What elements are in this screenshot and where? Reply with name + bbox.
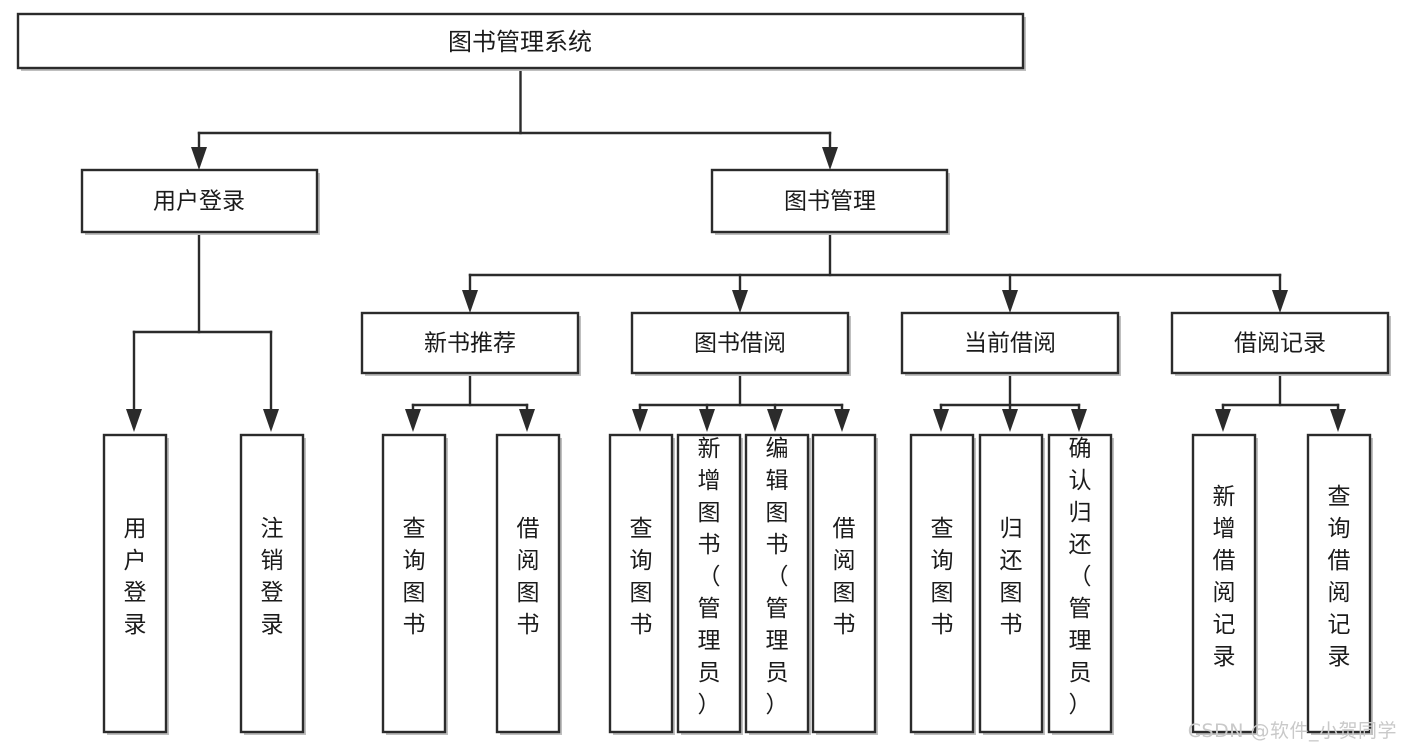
root-box[interactable] (16, 12, 1025, 70)
leaf-logout-login-box[interactable] (239, 433, 305, 734)
leaf-user-login-label: 用户登录 (124, 516, 147, 638)
node-leaf-user-login[interactable]: 用户登录 (102, 433, 169, 735)
leaf-borrow-book-2-box[interactable] (811, 433, 877, 734)
user-login-box[interactable] (80, 168, 319, 234)
leaf-confirm-return-box[interactable] (1047, 433, 1113, 734)
arrow-head-leaf-borrow-book-2 (834, 409, 850, 432)
new-book-recommend-box[interactable] (360, 311, 580, 375)
leaf-nodes-layer: 用户登录 注销登录 查询图书 借阅图书 查询图书 新增图书（管理员） (102, 433, 1373, 735)
arrow-head-user-login (191, 147, 207, 170)
root-label: 图书管理系统 (448, 28, 592, 56)
book-manage-box[interactable] (710, 168, 949, 234)
book-borrow-label: 图书借阅 (694, 331, 786, 357)
leaf-confirm-return-label: 确认归还（管理员） (1069, 436, 1092, 718)
leaf-return-book-box[interactable] (978, 433, 1044, 734)
leaf-add-book-label: 新增图书（管理员） (698, 436, 721, 718)
node-user-login[interactable]: 用户登录 (80, 168, 320, 235)
leaf-query-book-2-box[interactable] (608, 433, 674, 734)
arrow-head-leaf-add-record (1215, 409, 1231, 432)
leaf-logout-login-label: 注销登录 (261, 516, 284, 638)
current-borrow-label: 当前借阅 (964, 331, 1056, 357)
borrow-record-box[interactable] (1170, 311, 1390, 375)
arrow-head-leaf-borrow-book-1 (519, 409, 535, 432)
node-leaf-borrow-book-2[interactable]: 借阅图书 (811, 433, 878, 735)
node-leaf-query-book-3[interactable]: 查询图书 (909, 433, 976, 735)
user-login-label: 用户登录 (153, 189, 245, 215)
leaf-return-book-label: 归还图书 (1000, 516, 1023, 638)
arrow-head-borrow-record (1272, 290, 1288, 313)
borrow-record-label: 借阅记录 (1234, 331, 1326, 357)
node-leaf-query-record[interactable]: 查询借阅记录 (1306, 433, 1373, 735)
leaf-query-book-3-box[interactable] (909, 433, 975, 734)
leaf-borrow-book-2-label: 借阅图书 (833, 516, 856, 638)
arrow-head-leaf-edit-book (767, 409, 783, 432)
book-borrow-box[interactable] (630, 311, 850, 375)
current-borrow-box[interactable] (900, 311, 1120, 375)
node-leaf-edit-book[interactable]: 编辑图书（管理员） (744, 433, 811, 735)
arrow-head-leaf-add-book (699, 409, 715, 432)
leaf-query-book-1-label: 查询图书 (403, 516, 426, 638)
node-leaf-return-book[interactable]: 归还图书 (978, 433, 1045, 735)
node-leaf-add-record[interactable]: 新增借阅记录 (1191, 433, 1258, 735)
arrow-head-leaf-logout-login (263, 409, 279, 432)
arrow-head-book-borrow (732, 290, 748, 313)
leaf-query-record-label: 查询借阅记录 (1328, 484, 1351, 670)
leaf-query-book-1-box[interactable] (381, 433, 447, 734)
arrow-head-new-book-recommend (462, 290, 478, 313)
arrow-head-leaf-query-record (1330, 409, 1346, 432)
node-book-manage[interactable]: 图书管理 (710, 168, 950, 235)
node-borrow-record[interactable]: 借阅记录 (1170, 311, 1391, 376)
arrow-head-current-borrow (1002, 290, 1018, 313)
new-book-recommend-label: 新书推荐 (424, 331, 516, 357)
node-leaf-query-book-1[interactable]: 查询图书 (381, 433, 448, 735)
leaf-borrow-book-1-box[interactable] (495, 433, 561, 734)
leaf-query-record-box[interactable] (1306, 433, 1372, 734)
node-leaf-add-book[interactable]: 新增图书（管理员） (676, 433, 743, 735)
leaf-add-book-box[interactable] (676, 433, 742, 734)
node-new-book-recommend[interactable]: 新书推荐 (360, 311, 581, 376)
node-root[interactable]: 图书管理系统 (16, 12, 1026, 71)
leaf-edit-book-label: 编辑图书（管理员） (766, 436, 789, 718)
arrow-head-leaf-query-book-2 (632, 409, 648, 432)
leaf-add-record-label: 新增借阅记录 (1213, 484, 1236, 670)
node-leaf-query-book-2[interactable]: 查询图书 (608, 433, 675, 735)
arrow-head-book-manage (822, 147, 838, 170)
leaf-add-record-box[interactable] (1191, 433, 1257, 734)
book-manage-label: 图书管理 (784, 189, 876, 215)
node-leaf-logout-login[interactable]: 注销登录 (239, 433, 306, 735)
leaf-query-book-2-label: 查询图书 (630, 516, 653, 638)
node-leaf-borrow-book-1[interactable]: 借阅图书 (495, 433, 562, 735)
leaf-query-book-3-label: 查询图书 (931, 516, 954, 638)
connectors-layer (126, 66, 1346, 432)
arrow-head-leaf-query-book-3 (933, 409, 949, 432)
leaf-edit-book-box[interactable] (744, 433, 810, 734)
node-current-borrow[interactable]: 当前借阅 (900, 311, 1121, 376)
leaf-borrow-book-1-label: 借阅图书 (517, 516, 540, 638)
node-leaf-confirm-return[interactable]: 确认归还（管理员） (1047, 433, 1114, 735)
arrow-head-leaf-query-book-1 (405, 409, 421, 432)
arrow-head-leaf-user-login (126, 409, 142, 432)
node-book-borrow[interactable]: 图书借阅 (630, 311, 851, 376)
arrow-head-leaf-return-book (1002, 409, 1018, 432)
arrow-head-leaf-confirm-return (1071, 409, 1087, 432)
leaf-user-login-box[interactable] (102, 433, 168, 734)
